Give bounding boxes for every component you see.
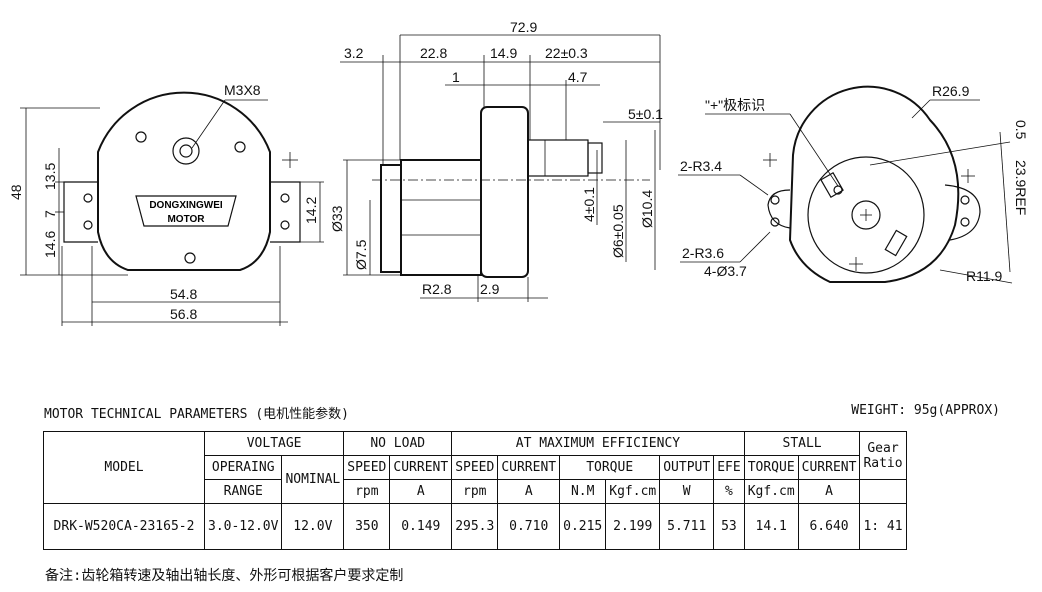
screw-label: M3X8 xyxy=(224,82,261,98)
cell-nl-speed: 350 xyxy=(343,503,391,550)
dim-height: 48 xyxy=(8,184,24,200)
cell-me-torque-kgf: 2.199 xyxy=(605,503,661,550)
brand-line-2: MOTOR xyxy=(167,214,205,225)
dim-mid: 7 xyxy=(42,210,58,218)
cell-me-speed: 295.3 xyxy=(451,503,499,550)
hdr-op-range-2: RANGE xyxy=(203,479,283,504)
cell-gear-ratio: 1: 41 xyxy=(859,503,907,550)
params-title: MOTOR TECHNICAL PARAMETERS (电机性能参数) xyxy=(44,407,349,422)
hdr-me-efe: EFE xyxy=(713,455,745,480)
dim-shaft: 22±0.3 xyxy=(545,45,588,61)
side-view: 72.9 3.2 22.8 14.9 22±0.3 1 4.7 5±0.1 Ø3… xyxy=(329,19,663,302)
dim-gearbox: 14.9 xyxy=(490,45,517,61)
dim-body: 22.8 xyxy=(420,45,447,61)
polarity-label: "+"极标识 xyxy=(705,97,765,113)
label-ref: 23.9REF xyxy=(1013,160,1029,215)
customization-note: 备注:齿轮箱转速及轴出轴长度、外形可根据客户要求定制 xyxy=(45,568,404,584)
unit-nl-speed: rpm xyxy=(343,479,391,504)
dim-radius: R2.8 xyxy=(422,281,452,297)
hdr-me-torque: TORQUE xyxy=(559,455,661,480)
label-gap: 0.5 xyxy=(1013,120,1029,140)
brand-line-1: DONGXINGWEI xyxy=(149,200,223,211)
cell-me-output: 5.711 xyxy=(659,503,715,550)
cell-op-range: 3.0-12.0V xyxy=(203,503,283,550)
dim-body-dia: Ø33 xyxy=(329,205,345,232)
technical-drawing: DONGXINGWEI MOTOR M3X8 48 13.5 7 14.6 14… xyxy=(8,19,1029,326)
table-row: DRK-W520CA-23165-2 3.0-12.0V 12.0V 350 0… xyxy=(43,503,907,550)
unit-me-efe: % xyxy=(713,479,745,504)
rear-view: "+"极标识 R26.9 0.5 23.9REF 2-R3.4 2-R3.6 4… xyxy=(678,83,1029,284)
cell-me-current: 0.710 xyxy=(497,503,561,550)
dim-flat: 4.7 xyxy=(568,69,588,85)
cell-nominal: 12.0V xyxy=(281,503,345,550)
unit-nl-current: A xyxy=(389,479,453,504)
hdr-max-efficiency: AT MAXIMUM EFFICIENCY xyxy=(451,431,745,456)
hdr-st-current: CURRENT xyxy=(797,455,861,480)
hdr-nominal: NOMINAL xyxy=(281,455,345,504)
dim-thick: 2.9 xyxy=(480,281,500,297)
dim-one: 1 xyxy=(452,69,460,85)
label-ear-r1: 2-R3.4 xyxy=(680,158,722,174)
dim-upper: 13.5 xyxy=(42,163,58,190)
hdr-model: MODEL xyxy=(43,431,205,504)
dim-boss-d: Ø10.4 xyxy=(639,190,655,228)
cell-st-current: 6.640 xyxy=(797,503,861,550)
hdr-voltage: VOLTAGE xyxy=(203,431,345,456)
hdr-nl-current: CURRENT xyxy=(389,455,453,480)
hdr-stall: STALL xyxy=(743,431,861,456)
cell-me-efe: 53 xyxy=(713,503,745,550)
dim-boss-dia: Ø7.5 xyxy=(353,239,369,270)
unit-me-torque-kgf: Kgf.cm xyxy=(605,479,661,504)
cell-st-torque: 14.1 xyxy=(743,503,799,550)
unit-st-torque: Kgf.cm xyxy=(743,479,799,504)
label-r-outer: R26.9 xyxy=(932,83,970,99)
hdr-op-range-1: OPERAING xyxy=(203,455,283,480)
dim-tab: 14.2 xyxy=(303,197,319,224)
label-ear-r2: 2-R3.6 xyxy=(682,245,724,261)
dim-width-inner: 54.8 xyxy=(170,286,197,302)
dim-overall: 72.9 xyxy=(510,19,537,35)
dim-width-outer: 56.8 xyxy=(170,306,197,322)
unit-me-current: A xyxy=(497,479,561,504)
cell-me-torque-nm: 0.215 xyxy=(559,503,607,550)
hdr-me-output: OUTPUT xyxy=(659,455,715,480)
weight-label: WEIGHT: 95g(APPROX) xyxy=(851,403,1000,418)
label-holes: 4-Ø3.7 xyxy=(704,263,747,279)
front-view: DONGXINGWEI MOTOR M3X8 48 13.5 7 14.6 14… xyxy=(8,82,324,326)
hdr-st-torque: TORQUE xyxy=(743,455,799,480)
dim-key: 5±0.1 xyxy=(628,106,663,122)
unit-me-speed: rpm xyxy=(451,479,499,504)
hdr-me-current: CURRENT xyxy=(497,455,561,480)
dim-shaft-d: Ø6±0.05 xyxy=(610,204,626,258)
unit-me-output: W xyxy=(659,479,715,504)
hdr-nl-speed: SPEED xyxy=(343,455,391,480)
unit-gear xyxy=(859,479,907,504)
unit-me-torque-nm: N.M xyxy=(559,479,607,504)
cell-model: DRK-W520CA-23165-2 xyxy=(43,503,205,550)
hdr-noload: NO LOAD xyxy=(343,431,453,456)
unit-st-current: A xyxy=(797,479,861,504)
params-table: MODEL VOLTAGE NO LOAD AT MAXIMUM EFFICIE… xyxy=(43,431,907,550)
dim-offset: 3.2 xyxy=(344,45,364,61)
dim-flat-h: 4±0.1 xyxy=(581,187,597,222)
dim-lower: 14.6 xyxy=(42,231,58,258)
hdr-me-speed: SPEED xyxy=(451,455,499,480)
label-r-inner: R11.9 xyxy=(966,268,1003,284)
cell-nl-current: 0.149 xyxy=(389,503,453,550)
